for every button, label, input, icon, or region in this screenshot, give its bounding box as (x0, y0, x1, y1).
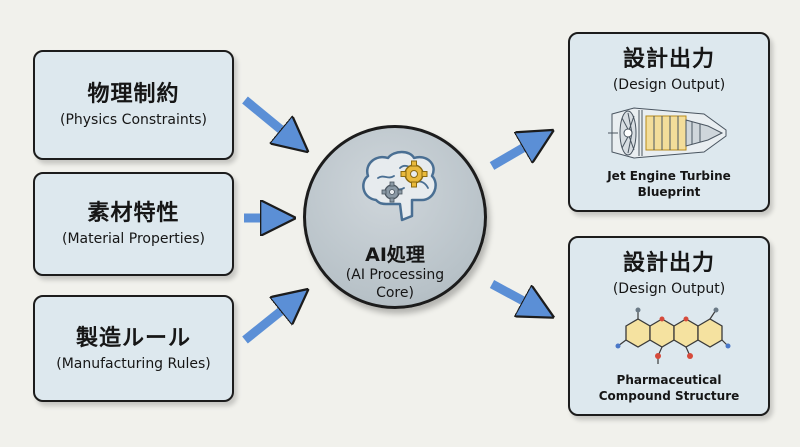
output-description: Pharmaceutical Compound Structure (599, 372, 740, 404)
ai-processing-core: AI処理 (AI Processing Core) (303, 125, 487, 309)
jet-engine-icon (608, 107, 727, 159)
molecule-icon (615, 307, 731, 364)
output-desc-line1: Pharmaceutical (616, 373, 722, 387)
output-title-jp: 設計出力 (622, 251, 715, 276)
input-material-properties: 素材特性 (Material Properties) (33, 172, 234, 276)
arrow-input-2-to-core (242, 299, 296, 344)
input-physics-constraints: 物理制約 (Physics Constraints) (33, 50, 234, 160)
output-description: Jet Engine Turbine Blueprint (607, 168, 731, 200)
output-desc-line2: Blueprint (637, 185, 701, 199)
output-title-en: (Design Output) (612, 77, 726, 93)
output-title-en: (Design Output) (612, 281, 726, 297)
input-title-en: (Manufacturing Rules) (56, 355, 211, 372)
core-subtitle: (AI Processing Core) (306, 266, 484, 302)
core-title: AI処理 (365, 244, 425, 266)
output-desc-line2: Compound Structure (598, 389, 740, 403)
input-title-en: (Material Properties) (61, 231, 205, 247)
arrow-input-0-to-core (242, 96, 296, 142)
input-title-en: (Physics Constraints) (59, 112, 208, 128)
core-subtitle-line1: (AI Processing (345, 267, 445, 283)
brain-gears-icon (362, 150, 437, 222)
input-manufacturing-rules: 製造ルール (Manufacturing Rules) (33, 295, 234, 402)
input-title-jp: 物理制約 (87, 82, 180, 107)
output-title-jp: 設計出力 (622, 47, 715, 72)
output-jet-engine: 設計出力 (Design Output) Jet Engine Turbine … (568, 32, 770, 212)
output-pharmaceutical-compound: 設計出力 (Design Output) Pharmaceutical Com (568, 236, 770, 416)
arrow-core-to-output-0 (489, 138, 540, 170)
input-title-jp: 素材特性 (87, 201, 180, 226)
arrow-core-to-output-1 (489, 280, 540, 310)
output-desc-line1: Jet Engine Turbine (607, 169, 731, 183)
input-title-jp: 製造ルール (75, 325, 191, 351)
core-subtitle-line2: Core) (376, 285, 414, 301)
